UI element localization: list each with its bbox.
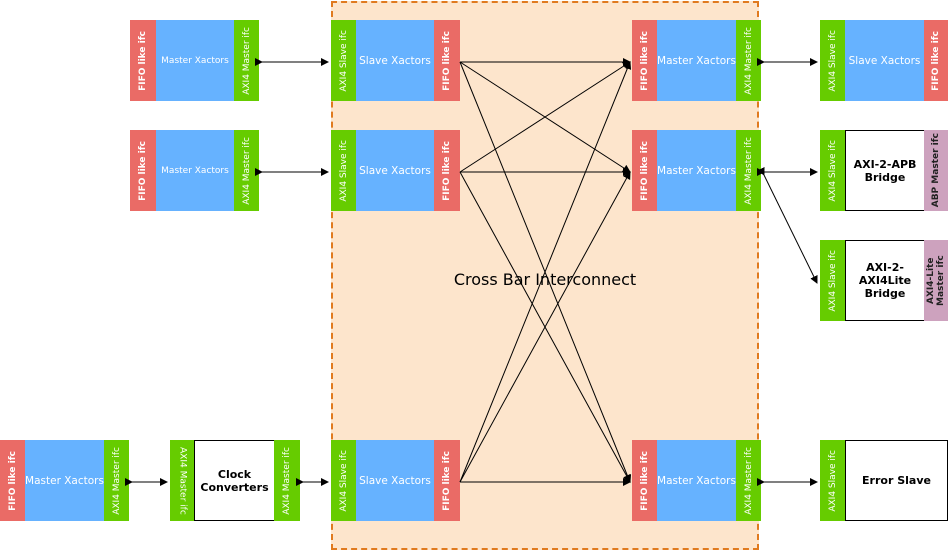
rs1-slave-xactors: Slave Xactors bbox=[845, 20, 924, 101]
m3-fifo-ifc: FIFO like ifc bbox=[0, 440, 25, 521]
s1-fifo-ifc: FIFO like ifc bbox=[434, 20, 460, 101]
xbar-s2-om1 bbox=[459, 61, 631, 173]
rs1-axi4-slave-ifc: AXI4 Slave ifc bbox=[820, 20, 845, 101]
s2-fifo-ifc: FIFO like ifc bbox=[434, 130, 460, 211]
axi4lite-axi4-slave-ifc: AXI4 Slave ifc bbox=[820, 240, 845, 321]
apb-master-ifc: ABP Master ifc bbox=[924, 130, 948, 211]
link-om2-axi4lite bbox=[757, 166, 818, 284]
m3-master-xactors: Master Xactors bbox=[25, 440, 104, 521]
om2-master-xactors: Master Xactors bbox=[657, 130, 736, 211]
clock-converters: Clock Converters bbox=[194, 440, 275, 521]
xbar-s3-om1 bbox=[459, 61, 632, 483]
om1-master-xactors: Master Xactors bbox=[657, 20, 736, 101]
crossbar-title: Cross Bar Interconnect bbox=[453, 270, 637, 289]
apb-axi4-slave-ifc: AXI4 Slave ifc bbox=[820, 130, 845, 211]
s1-slave-xactors: Slave Xactors bbox=[356, 20, 434, 101]
s2-slave-xactors: Slave Xactors bbox=[356, 130, 434, 211]
m1-axi4-master-ifc: AXI4 Master ifc bbox=[234, 20, 259, 101]
err-axi4-slave-ifc: AXI4 Slave ifc bbox=[820, 440, 845, 521]
m3-axi4-master-ifc: AXI4 Master ifc bbox=[104, 440, 129, 521]
m2-master-xactors: Master Xactors bbox=[156, 130, 234, 211]
m2-axi4-master-ifc: AXI4 Master ifc bbox=[234, 130, 259, 211]
error-slave: Error Slave bbox=[845, 440, 948, 521]
s2-axi4-slave-ifc: AXI4 Slave ifc bbox=[331, 130, 356, 211]
apb-bridge: AXI-2-APB Bridge bbox=[845, 130, 925, 211]
s3-slave-xactors: Slave Xactors bbox=[356, 440, 434, 521]
om2-axi4-master-ifc: AXI4 Master ifc bbox=[736, 130, 761, 211]
om1-fifo-ifc: FIFO like ifc bbox=[632, 20, 657, 101]
xbar-s3-om2 bbox=[459, 171, 631, 483]
cc-axi4-master-ifc-left: AXI4 Master ifc bbox=[170, 440, 195, 521]
m2-fifo-ifc: FIFO like ifc bbox=[130, 130, 156, 211]
om1-axi4-master-ifc: AXI4 Master ifc bbox=[736, 20, 761, 101]
axi4lite-master-ifc: AXI4-Lite Master ifc bbox=[924, 240, 948, 321]
axi4lite-bridge: AXI-2-AXI4Lite Bridge bbox=[845, 240, 925, 321]
cc-axi4-master-ifc-right: AXI4 Master ifc bbox=[274, 440, 300, 521]
om3-fifo-ifc: FIFO like ifc bbox=[632, 440, 657, 521]
rs1-fifo-ifc: FIFO like ifc bbox=[924, 20, 948, 101]
s3-fifo-ifc: FIFO like ifc bbox=[434, 440, 460, 521]
om3-axi4-master-ifc: AXI4 Master ifc bbox=[736, 440, 761, 521]
om2-fifo-ifc: FIFO like ifc bbox=[632, 130, 657, 211]
m1-fifo-ifc: FIFO like ifc bbox=[130, 20, 156, 101]
s3-axi4-slave-ifc: AXI4 Slave ifc bbox=[331, 440, 356, 521]
om3-master-xactors: Master Xactors bbox=[657, 440, 736, 521]
m1-master-xactors: Master Xactors bbox=[156, 20, 234, 101]
s1-axi4-slave-ifc: AXI4 Slave ifc bbox=[331, 20, 356, 101]
